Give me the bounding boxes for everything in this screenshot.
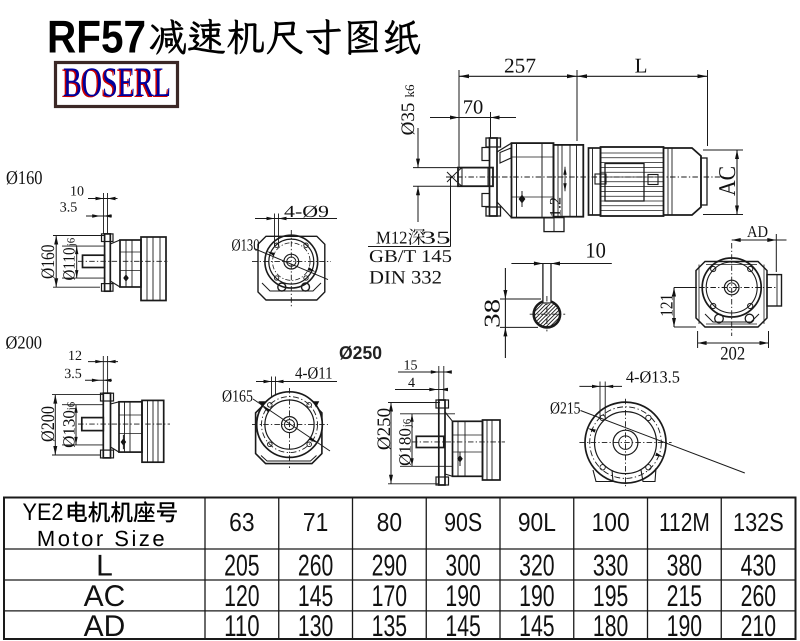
svg-text:290: 290: [372, 550, 407, 583]
svg-text:L: L: [96, 550, 113, 583]
svg-text:120: 120: [224, 580, 259, 613]
svg-text:BOSERL: BOSERL: [62, 61, 170, 107]
svg-text:215: 215: [667, 580, 702, 613]
svg-text:202: 202: [720, 344, 745, 365]
svg-text:90S: 90S: [444, 507, 482, 537]
svg-text:190: 190: [445, 580, 480, 613]
svg-text:330: 330: [593, 550, 628, 583]
svg-text:DIN 332: DIN 332: [369, 268, 442, 289]
svg-text:Motor Size: Motor Size: [37, 526, 167, 551]
svg-text:3.5: 3.5: [60, 201, 78, 216]
svg-text:4-Ø13.5: 4-Ø13.5: [626, 368, 680, 387]
svg-text:170: 170: [372, 580, 407, 613]
svg-text:121: 121: [657, 294, 677, 317]
svg-text:GB/T 145: GB/T 145: [369, 246, 452, 266]
svg-text:195: 195: [593, 580, 628, 613]
svg-text:BOSERL: BOSERL: [63, 60, 171, 106]
svg-text:190: 190: [667, 610, 702, 641]
svg-text:35: 35: [422, 228, 451, 248]
svg-text:Ø200: Ø200: [38, 406, 59, 442]
svg-text:Ø250: Ø250: [339, 342, 382, 363]
svg-text:j6: j6: [66, 401, 78, 411]
svg-text:260: 260: [298, 550, 333, 583]
svg-text:10: 10: [585, 237, 606, 262]
svg-text:k6: k6: [402, 84, 417, 98]
svg-text:145: 145: [445, 610, 480, 641]
svg-text:10: 10: [70, 185, 84, 200]
svg-text:130: 130: [298, 610, 333, 641]
svg-text:j6: j6: [402, 418, 414, 428]
svg-text:205: 205: [224, 550, 259, 583]
svg-text:j6: j6: [66, 237, 78, 247]
svg-text:190: 190: [519, 580, 554, 613]
svg-text:145: 145: [519, 610, 554, 641]
svg-text:300: 300: [445, 550, 480, 583]
svg-text:12: 12: [68, 349, 82, 364]
svg-text:Ø130: Ø130: [232, 236, 260, 255]
svg-text:M12: M12: [376, 228, 408, 248]
svg-text:257: 257: [504, 54, 536, 78]
svg-text:4-Ø9: 4-Ø9: [284, 202, 329, 221]
svg-text:70: 70: [463, 97, 484, 119]
svg-text:Ø250: Ø250: [374, 408, 395, 450]
svg-text:Ø200: Ø200: [6, 334, 43, 354]
svg-text:210: 210: [741, 610, 776, 641]
svg-text:380: 380: [667, 550, 702, 583]
svg-text:Ø130: Ø130: [60, 410, 79, 448]
svg-text:Ø110: Ø110: [60, 248, 79, 281]
svg-text:AC: AC: [715, 166, 741, 196]
svg-text:YE2: YE2: [23, 499, 64, 526]
svg-text:132S: 132S: [733, 507, 784, 537]
svg-text:Ø160: Ø160: [6, 168, 43, 189]
svg-text:145: 145: [298, 580, 333, 613]
svg-text:38: 38: [480, 299, 505, 328]
svg-text:260: 260: [741, 580, 776, 613]
svg-text:RF57: RF57: [47, 11, 146, 63]
svg-text:71: 71: [303, 507, 328, 537]
svg-text:Ø160: Ø160: [38, 244, 59, 279]
svg-text:AD: AD: [747, 222, 768, 241]
svg-text:4-Ø11: 4-Ø11: [295, 364, 333, 383]
svg-text:AD: AD: [84, 610, 126, 641]
svg-text:430: 430: [741, 550, 776, 583]
svg-text:L: L: [635, 54, 648, 78]
svg-text:135: 135: [372, 610, 407, 641]
svg-text:Ø35: Ø35: [398, 103, 419, 136]
svg-text:100: 100: [592, 507, 630, 537]
svg-text:112M: 112M: [659, 507, 710, 537]
svg-text:15: 15: [404, 359, 418, 374]
svg-text:Ø165: Ø165: [222, 387, 253, 406]
svg-text:1.2: 1.2: [548, 197, 565, 217]
svg-text:3.5: 3.5: [64, 367, 82, 382]
svg-text:AC: AC: [84, 580, 126, 613]
svg-text:80: 80: [377, 507, 402, 537]
svg-text:110: 110: [224, 610, 259, 641]
svg-text:90L: 90L: [518, 507, 556, 537]
svg-text:Ø180: Ø180: [396, 428, 415, 466]
svg-text:63: 63: [229, 507, 254, 537]
svg-text:4: 4: [408, 376, 415, 391]
svg-text:180: 180: [593, 610, 628, 641]
svg-text:Ø215: Ø215: [550, 399, 581, 418]
svg-text:320: 320: [519, 550, 554, 583]
